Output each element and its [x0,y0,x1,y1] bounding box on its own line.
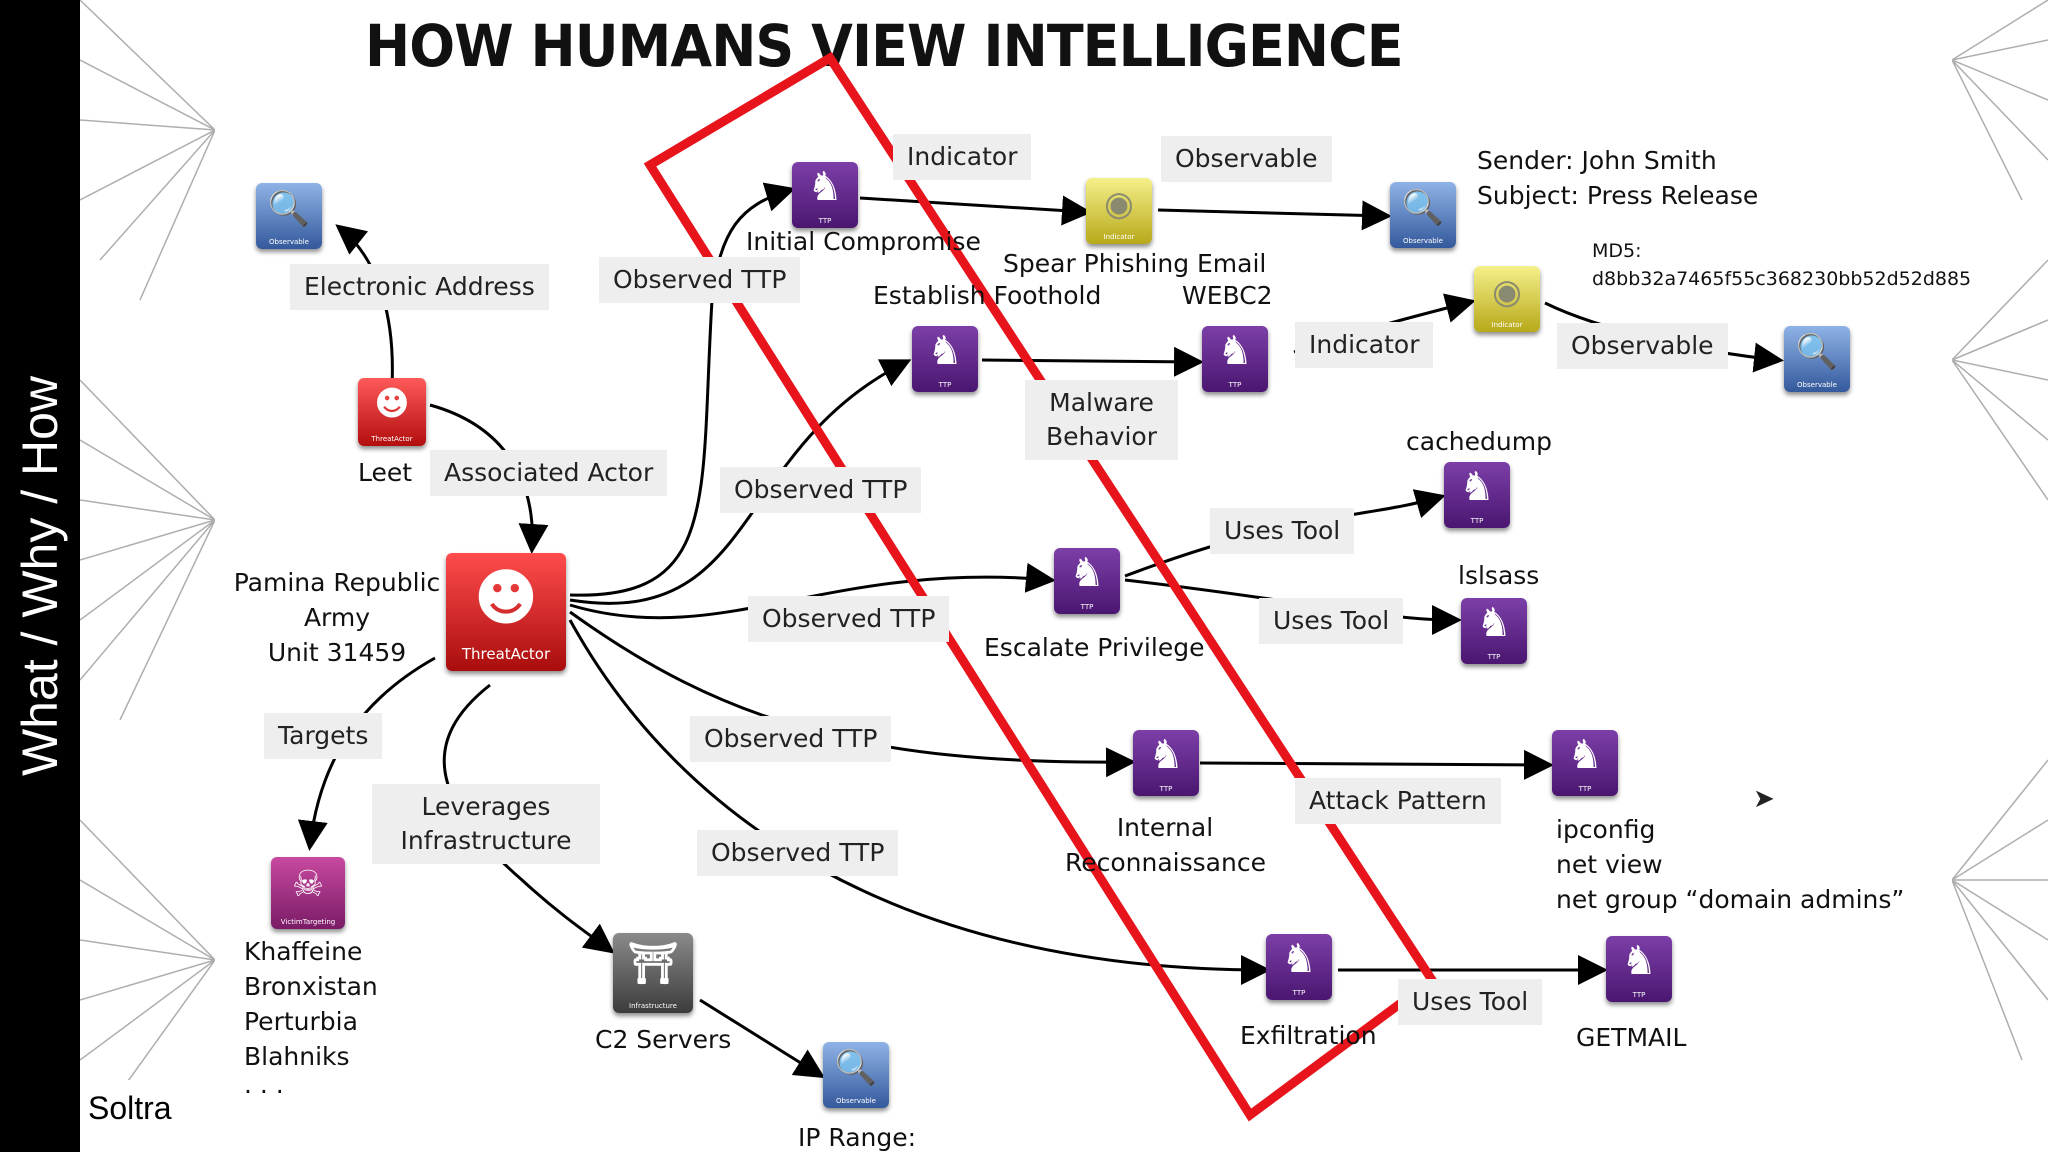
highlight-box [643,51,1439,1122]
chess-knight-icon: ♞ [927,328,963,374]
label-uses-tool-2: Uses Tool [1259,598,1404,644]
ttp-exfiltration[interactable]: ♞TTP [1266,934,1332,1000]
victim-targeting-node[interactable]: ☠VictimTargeting [271,857,345,929]
md5-text: MD5:d8bb32a7465f55c368230bb52d52d885 [1592,240,1972,290]
ttp-webc2[interactable]: ♞TTP [1202,326,1268,392]
magnifier-fingerprint-icon: 🔍 [834,1048,878,1088]
decorative-sunburst-right [1952,0,2048,1061]
chess-knight-icon: ♞ [1281,936,1317,982]
ip-range-label: IP Range: [798,1123,917,1152]
edge-actor-establish [569,359,912,605]
footer-logo: Soltra [80,1080,208,1136]
exfiltration-label: Exfiltration [1240,1021,1377,1050]
indicator-md5[interactable]: ◉Indicator [1474,266,1540,332]
label-observed-ttp-3: Observed TTP [748,596,950,642]
cachedump-label: cachedump [1406,427,1552,456]
label-observable-1: Observable [1161,136,1332,182]
ttp-initial-compromise[interactable]: ♞TTP [792,162,858,228]
chess-knight-icon: ♞ [1217,328,1253,374]
chess-knight-icon: ♞ [1069,550,1105,596]
edge-recon-ipconfig [1199,749,1554,780]
ttp-establish-foothold[interactable]: ♞TTP [912,326,978,392]
label-associated-actor: Associated Actor [430,450,668,496]
label-observed-ttp-1: Observed TTP [599,257,801,303]
spear-phishing-label: Spear Phishing Email [1003,249,1267,278]
observable-md5[interactable]: 🔍Observable [1784,326,1850,392]
ttp-ipconfig[interactable]: ♞TTP [1552,730,1618,796]
mouse-cursor-icon: ➤ [1753,784,1775,814]
observable-ip-range[interactable]: 🔍Observable [823,1042,889,1108]
label-observed-ttp-5: Observed TTP [697,830,899,876]
indicator-spear-phishing[interactable]: ◉Indicator [1086,178,1152,244]
edge-indicator-observable [1157,200,1392,231]
label-observed-ttp-4: Observed TTP [690,716,892,762]
label-observed-ttp-2: Observed TTP [720,467,922,513]
ttp-getmail[interactable]: ♞TTP [1606,936,1672,1002]
leet-label: Leet [358,458,413,487]
ttp-escalate-privilege[interactable]: ♞TTP [1054,548,1120,614]
chess-knight-icon: ♞ [1621,938,1657,984]
observable-email[interactable]: 🔍Observable [1390,182,1456,248]
initial-compromise-label: Initial Compromise [746,227,981,256]
bridge-icon: ⛩ [627,941,679,987]
ttp-lslsass[interactable]: ♞TTP [1461,598,1527,664]
magnifier-fingerprint-icon: 🔍 [1795,332,1839,372]
magnifier-fingerprint-icon: 🔍 [267,189,311,229]
establish-foothold-label: Establish Foothold [873,281,1102,310]
label-uses-tool-1: Uses Tool [1210,508,1355,554]
label-observable-2: Observable [1557,323,1728,369]
sidebar: What / Why / How [0,0,80,1152]
label-attack-pattern: Attack Pattern [1295,778,1501,824]
threat-actor-leet[interactable]: ☻ThreatActor [358,378,426,446]
chess-knight-icon: ♞ [1567,732,1603,778]
ttp-internal-recon[interactable]: ♞TTP [1133,730,1199,796]
edge-actor-initial [569,182,796,597]
infrastructure-node[interactable]: ⛩Infrastructure [613,933,693,1013]
magnifier-fingerprint-icon: 🔍 [1401,188,1445,228]
fingerprint-icon: ◉ [1104,184,1134,224]
observable-electronic-address[interactable]: 🔍Observable [256,183,322,249]
decorative-sunburst-left [80,0,215,1121]
edge-establish-webc2 [981,346,1204,377]
chess-knight-icon: ♞ [1459,464,1495,510]
edge-initial-indicator [859,195,1092,226]
escalate-privilege-label: Escalate Privilege [984,633,1205,662]
chess-knight-icon: ♞ [1476,600,1512,646]
c2-servers-label: C2 Servers [595,1025,732,1054]
label-uses-tool-3: Uses Tool [1398,979,1543,1025]
balaclava-icon: ☻ [473,561,539,634]
getmail-label: GETMAIL [1576,1023,1687,1052]
lslsass-label: lslsass [1458,561,1540,590]
chess-knight-icon: ♞ [807,164,843,210]
label-malware-behavior: Malware Behavior [1025,380,1178,460]
label-leverages-infrastructure: Leverages Infrastructure [372,784,600,864]
label-targets: Targets [264,713,383,759]
chalk-outline-icon: ☠ [291,864,325,905]
ttp-cachedump[interactable]: ♞TTP [1444,462,1510,528]
webc2-label: WEBC2 [1182,281,1273,310]
label-indicator-2: Indicator [1295,322,1434,368]
chess-knight-icon: ♞ [1148,732,1184,778]
label-indicator-1: Indicator [893,134,1032,180]
threat-actor-main[interactable]: ☻ThreatActor [446,553,566,671]
balaclava-icon: ☻ [374,384,410,424]
fingerprint-icon: ◉ [1492,272,1522,312]
edge-infra-ip [699,998,826,1079]
label-electronic-address: Electronic Address [290,264,549,310]
slide-title: HOW HUMANS VIEW INTELLIGENCE [365,12,1404,80]
